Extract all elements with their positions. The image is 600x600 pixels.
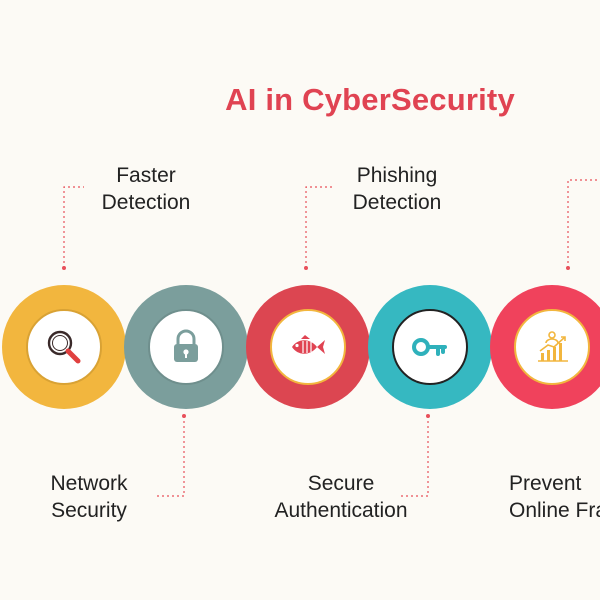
label-secure-authentication: Secure Authentication [274,472,408,522]
circle-prevent-online-fraud [490,285,600,409]
connector-dot [426,414,430,418]
circle-phishing-detection [246,285,370,409]
label-network-security: Network Security [50,472,128,522]
label-prevent-online-fraud: Prevent Online Fraud [509,472,600,522]
connector-phishing-detection [305,186,332,268]
fish-icon [292,335,325,354]
key-icon [412,338,447,356]
connector-prevent-fraud [567,179,600,268]
circle-secure-authentication [368,285,492,409]
connector-dot [304,266,308,270]
connector-dot [182,414,186,418]
connector-network-security [156,416,185,497]
magnifier-icon [47,330,81,364]
circle-faster-detection [2,285,126,409]
label-faster-detection: Faster Detection [101,164,191,214]
lock-icon [174,329,198,362]
page-title: AI in CyberSecurity [225,82,515,117]
circle-network-security [124,285,248,409]
connector-faster-detection [63,186,84,268]
connector-secure-authentication [398,416,429,497]
growth-chart-icon [538,331,568,362]
connector-dot [566,266,570,270]
connector-dot [62,266,66,270]
label-phishing-detection: Phishing Detection [352,164,442,214]
